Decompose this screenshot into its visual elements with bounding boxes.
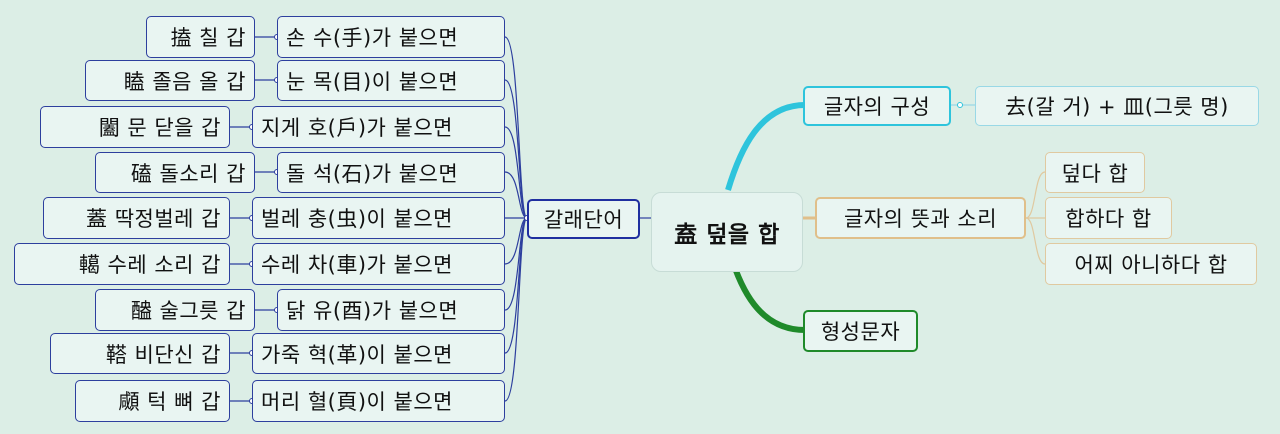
derived-node[interactable]: 鞳 비단신 갑 — [50, 333, 230, 374]
relation-node[interactable]: 손 수(手)가 붙으면 — [277, 16, 505, 58]
left-connectors — [230, 36, 652, 402]
derived-node[interactable]: 顑 턱 뼈 갑 — [75, 380, 230, 422]
composition-dot — [957, 102, 963, 108]
relation-node[interactable]: 닭 유(酉)가 붙으면 — [277, 289, 505, 331]
derived-node[interactable]: 轕 수레 소리 갑 — [14, 243, 230, 285]
relation-node[interactable]: 눈 목(目)이 붙으면 — [277, 60, 505, 101]
relation-node[interactable]: 벌레 충(虫)이 붙으면 — [252, 197, 505, 239]
composition-value[interactable]: 去(갈 거) + 皿(그릇 명) — [975, 86, 1259, 126]
relation-node[interactable]: 지게 호(戶)가 붙으면 — [252, 106, 505, 148]
derived-node[interactable]: 搕 칠 갑 — [146, 16, 255, 58]
derived-node[interactable]: 醠 술그릇 갑 — [95, 289, 255, 331]
branch-composition[interactable]: 글자의 구성 — [803, 86, 951, 126]
meaning-item[interactable]: 덮다 합 — [1045, 152, 1145, 193]
composition-connector — [725, 102, 806, 191]
relation-node[interactable]: 돌 석(石)가 붙으면 — [277, 152, 505, 193]
relation-node[interactable]: 가죽 혁(革)이 붙으면 — [252, 333, 505, 374]
branch-formation[interactable]: 형성문자 — [803, 310, 918, 352]
derived-node[interactable]: 蓋 딱정벌레 갑 — [43, 197, 230, 239]
relation-node[interactable]: 수레 차(車)가 붙으면 — [252, 243, 505, 285]
derived-node[interactable]: 磕 돌소리 갑 — [95, 152, 255, 193]
derived-node[interactable]: 瞌 졸음 올 갑 — [85, 60, 255, 101]
branch-meaning[interactable]: 글자의 뜻과 소리 — [815, 197, 1026, 239]
relation-node[interactable]: 머리 혈(頁)이 붙으면 — [252, 380, 505, 422]
meaning-item[interactable]: 어찌 아니하다 합 — [1045, 243, 1257, 285]
meaning-sub-connectors — [1025, 171, 1046, 265]
center-topic[interactable]: 盍 덮을 합 — [651, 192, 803, 272]
derived-node[interactable]: 闔 문 닫을 갑 — [40, 106, 230, 148]
branch-derivatives[interactable]: 갈래단어 — [527, 199, 640, 239]
meaning-item[interactable]: 합하다 합 — [1045, 197, 1172, 239]
